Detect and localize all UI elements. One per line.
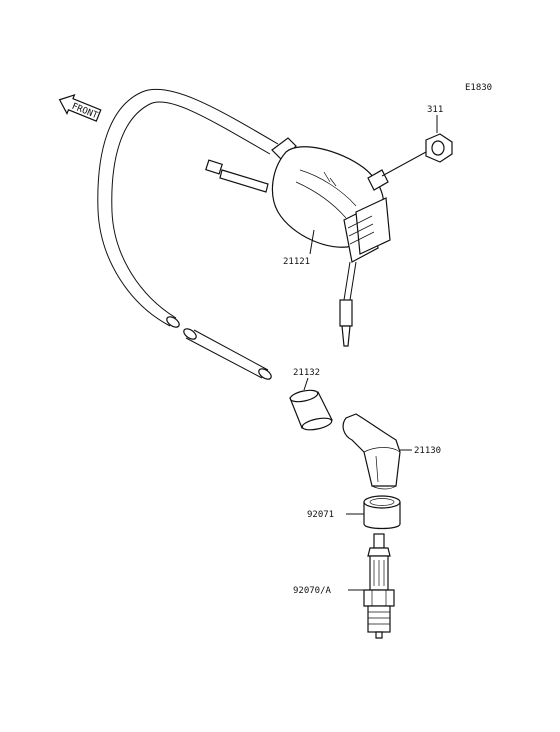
nut-311 [381, 115, 453, 177]
label-92070A: 92070/A [293, 586, 332, 596]
plug-cap-21130 [342, 413, 412, 490]
ignition-coil [205, 137, 391, 347]
diagram-code: E1830 [465, 83, 492, 93]
label-21130: 21130 [414, 446, 441, 456]
label-21132: 21132 [293, 368, 320, 378]
high-tension-lead [97, 88, 279, 380]
label-92071: 92071 [307, 510, 334, 520]
spark-plug-92070A [348, 533, 395, 639]
cap-joint-21132 [289, 377, 333, 431]
label-311: 311 [427, 105, 443, 115]
label-21121: 21121 [283, 257, 310, 267]
front-arrow-icon: FRONT [58, 94, 102, 122]
seal-ring-92071 [346, 495, 401, 530]
